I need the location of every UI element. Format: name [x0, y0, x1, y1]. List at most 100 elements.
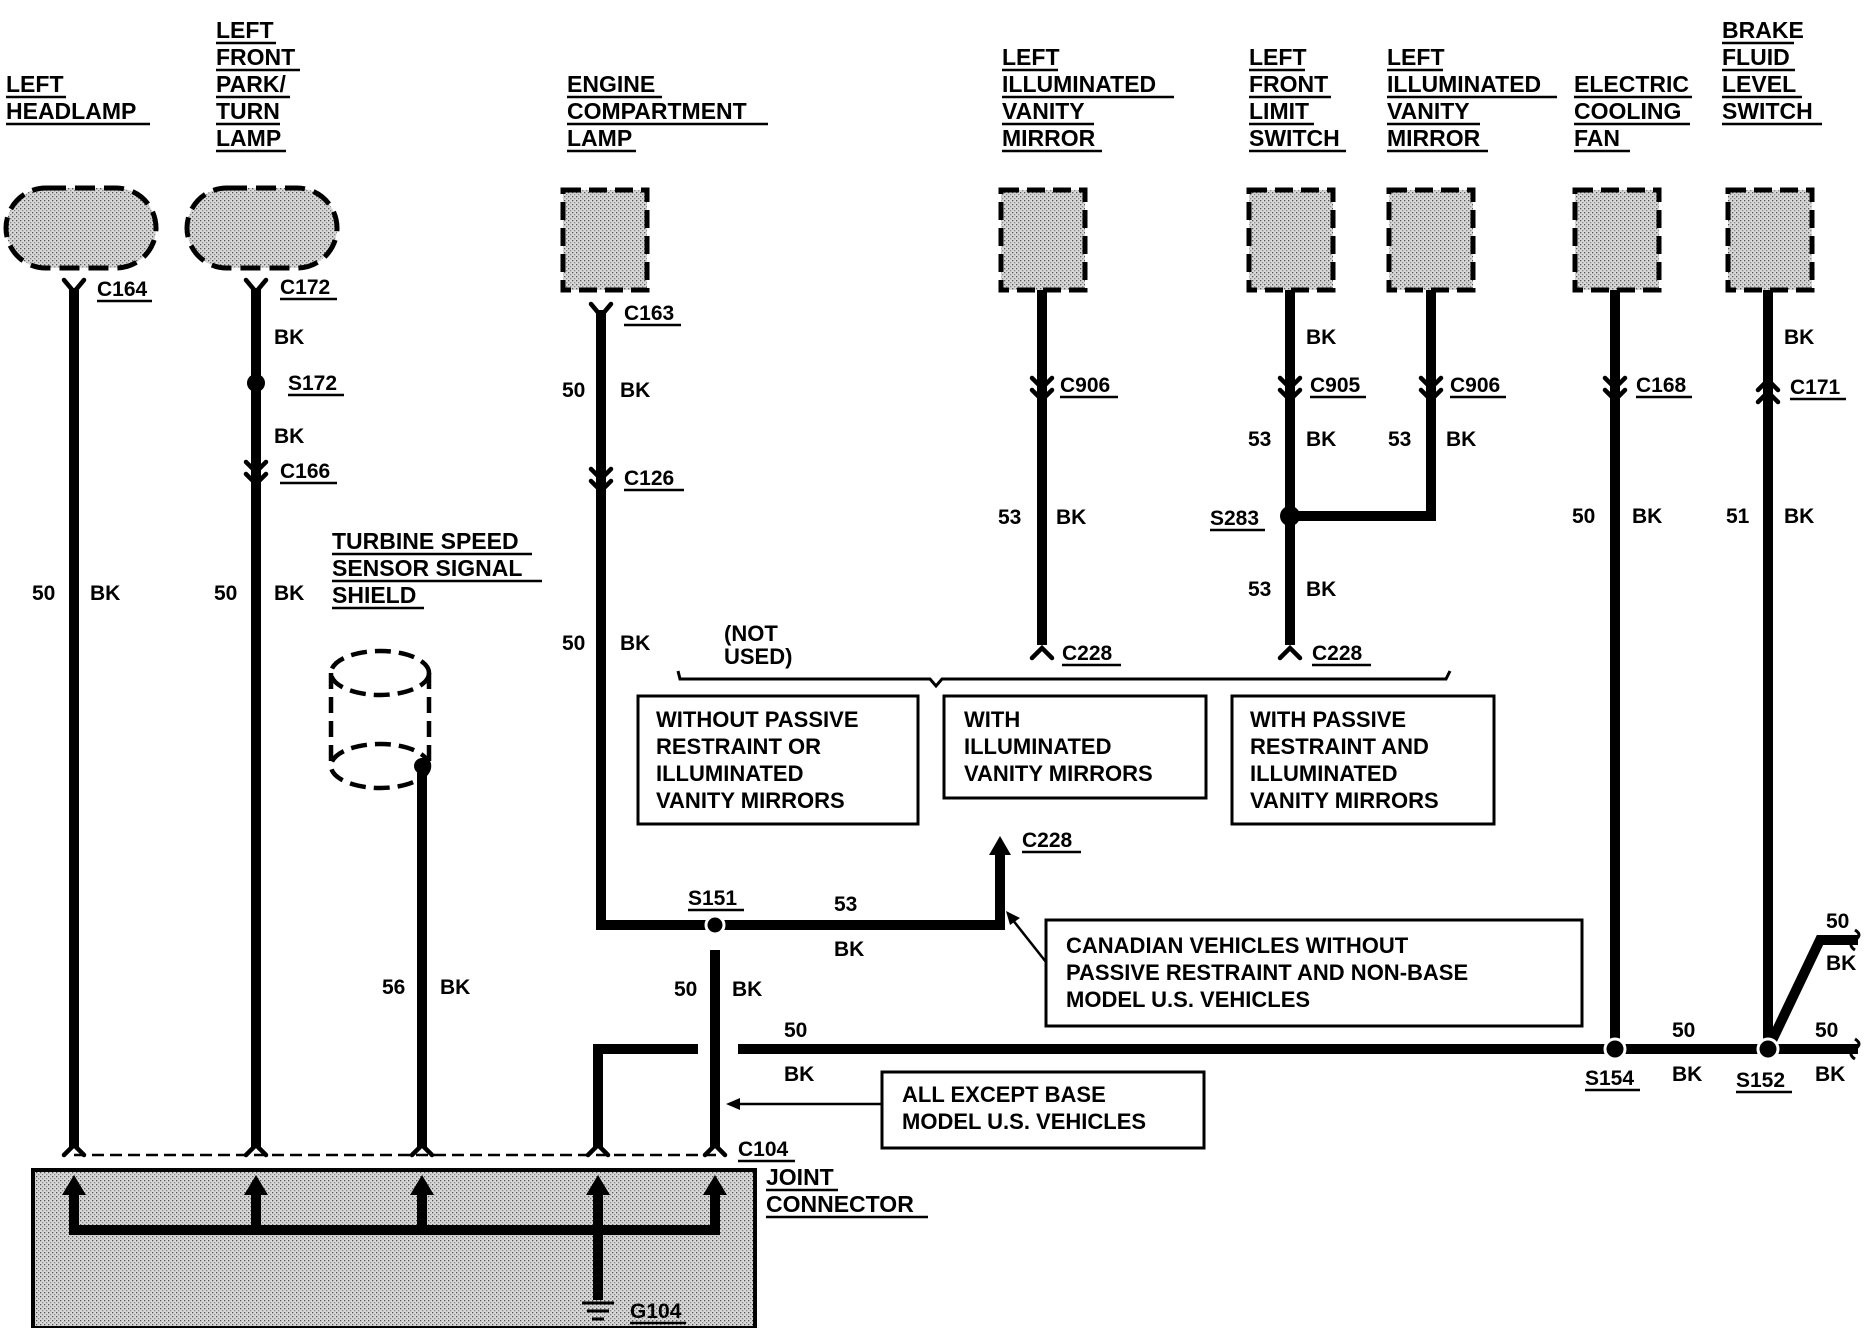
- label-s152: S152: [1736, 1069, 1785, 1092]
- label-s172: S172: [288, 372, 337, 395]
- note-texts: WITHOUT PASSIVE RESTRAINT OR ILLUMINATED…: [656, 707, 1468, 1134]
- with-illuminated-1: ILLUMINATED: [964, 734, 1111, 759]
- wire-color-brake: BK: [1784, 505, 1814, 528]
- title-fan-0: ELECTRIC: [1574, 71, 1689, 97]
- wire-color-park: BK: [274, 582, 304, 605]
- label-s283: S283: [1210, 507, 1259, 530]
- wire-color-s151-right: BK: [834, 938, 864, 961]
- title-vanity1-2: VANITY: [1002, 98, 1085, 124]
- with-passive-3: VANITY MIRRORS: [1250, 788, 1439, 813]
- connector-label-underlines: [97, 297, 1846, 1325]
- wire-color-vanity1: BK: [1056, 506, 1086, 529]
- wire-color-s154-s152: BK: [1672, 1063, 1702, 1086]
- brake-switch-symbol: [1725, 187, 1815, 293]
- ground-symbol: [582, 1301, 614, 1321]
- wire-num-s154-s152: 50: [1672, 1019, 1695, 1042]
- title-left-headlamp-0: LEFT: [6, 71, 64, 97]
- left-headlamp-symbol: [3, 185, 159, 271]
- title-vanity2-2: VANITY: [1387, 98, 1470, 124]
- wires: [69, 288, 1858, 1300]
- wire-break-marks: [1849, 928, 1861, 1061]
- label-g104: G104: [630, 1300, 682, 1323]
- wire-labels: 50 BK BK BK 50 BK 56 BK 50 BK 50 BK 53 B…: [32, 326, 1856, 1086]
- title-fan-1: COOLING: [1574, 98, 1681, 124]
- engine-lamp-symbol: [560, 187, 650, 293]
- option-bracket: [676, 670, 1452, 689]
- without-passive-0: WITHOUT PASSIVE: [656, 707, 859, 732]
- title-vanity2-3: MIRROR: [1387, 125, 1481, 151]
- arrowheads: [62, 836, 1011, 1195]
- title-limit-0: LEFT: [1249, 44, 1307, 70]
- title-vanity1-1: ILLUMINATED: [1002, 71, 1156, 97]
- park-turn-lamp-symbol: [184, 185, 340, 271]
- label-c166: C166: [280, 460, 330, 483]
- wire-color-engine-lower: BK: [620, 632, 650, 655]
- title-limit-1: FRONT: [1249, 71, 1328, 97]
- label-c171: C171: [1790, 376, 1841, 399]
- with-illuminated-2: VANITY MIRRORS: [964, 761, 1153, 786]
- wire-color-shield: BK: [440, 976, 470, 999]
- title-joint-0: JOINT: [766, 1164, 834, 1190]
- label-s154: S154: [1585, 1067, 1634, 1090]
- wire-color-park-mid: BK: [274, 425, 304, 448]
- with-passive-0: WITH PASSIVE: [1250, 707, 1406, 732]
- label-c126: C126: [624, 467, 674, 490]
- wire-num-limit-mid: 53: [1248, 428, 1271, 451]
- title-joint-1: CONNECTOR: [766, 1191, 914, 1217]
- title-park-turn-4: LAMP: [216, 125, 281, 151]
- title-vanity1-0: LEFT: [1002, 44, 1060, 70]
- label-c228c: C228: [1022, 829, 1073, 852]
- title-brake-3: SWITCH: [1722, 98, 1813, 124]
- wire-color-park-upper: BK: [274, 326, 304, 349]
- title-fan-2: FAN: [1574, 125, 1620, 151]
- connector-labels: C164 C172 C166 C163 C126 C906 C905 C906 …: [97, 276, 1841, 1323]
- wire-color-limit-lower: BK: [1306, 578, 1336, 601]
- not-used-1: USED): [724, 644, 792, 669]
- component-titles: LEFT HEADLAMP LEFT FRONT PARK/ TURN LAMP…: [6, 17, 1813, 1217]
- title-underlines: [6, 41, 1822, 1219]
- wire-color-headlamp: BK: [90, 582, 120, 605]
- title-engine-lamp-2: LAMP: [567, 125, 632, 151]
- label-c906b: C906: [1450, 374, 1500, 397]
- title-vanity2-1: ILLUMINATED: [1387, 71, 1541, 97]
- title-vanity1-3: MIRROR: [1002, 125, 1096, 151]
- note-pointer-heads: [726, 911, 1020, 1110]
- title-limit-3: SWITCH: [1249, 125, 1340, 151]
- wire-num-brake: 51: [1726, 505, 1750, 528]
- with-passive-2: ILLUMINATED: [1250, 761, 1397, 786]
- title-park-turn-1: FRONT: [216, 44, 295, 70]
- note-pointers: [732, 918, 1047, 1106]
- label-c228b: C228: [1312, 642, 1363, 665]
- title-brake-0: BRAKE: [1722, 17, 1804, 43]
- wire-color-fan: BK: [1632, 505, 1662, 528]
- wire-num-vanity1: 53: [998, 506, 1021, 529]
- wire-color-right-end: BK: [1815, 1063, 1845, 1086]
- wire-num-s151-right: 53: [834, 893, 857, 916]
- label-c228a: C228: [1062, 642, 1113, 665]
- title-brake-1: FLUID: [1722, 44, 1790, 70]
- wire-num-fan: 50: [1572, 505, 1595, 528]
- without-passive-2: ILLUMINATED: [656, 761, 803, 786]
- label-c172: C172: [280, 276, 330, 299]
- title-left-headlamp-1: HEADLAMP: [6, 98, 136, 124]
- title-engine-lamp-1: COMPARTMENT: [567, 98, 747, 124]
- wire-num-shield: 56: [382, 976, 405, 999]
- splice-dots: [247, 374, 1780, 1061]
- label-c905: C905: [1310, 374, 1361, 397]
- wire-color-engine-upper: BK: [620, 379, 650, 402]
- wire-color-brake-upper: BK: [1784, 326, 1814, 349]
- vanity-mirror-1-symbol: [998, 187, 1088, 293]
- wire-color-s151-down: BK: [732, 978, 762, 1001]
- wire-num-s151-down: 50: [674, 978, 697, 1001]
- title-engine-lamp-0: ENGINE: [567, 71, 655, 97]
- label-c104: C104: [738, 1138, 789, 1161]
- without-passive-3: VANITY MIRRORS: [656, 788, 845, 813]
- connector-marks: [61, 277, 1781, 1158]
- wire-num-bus: 50: [784, 1019, 807, 1042]
- title-park-turn-2: PARK/: [216, 71, 286, 97]
- with-illuminated-0: WITH: [964, 707, 1020, 732]
- wire-color-vanity2: BK: [1446, 428, 1476, 451]
- wire-num-limit-lower: 53: [1248, 578, 1271, 601]
- wire-num-vanity2: 53: [1388, 428, 1411, 451]
- wire-color-limit-mid: BK: [1306, 428, 1336, 451]
